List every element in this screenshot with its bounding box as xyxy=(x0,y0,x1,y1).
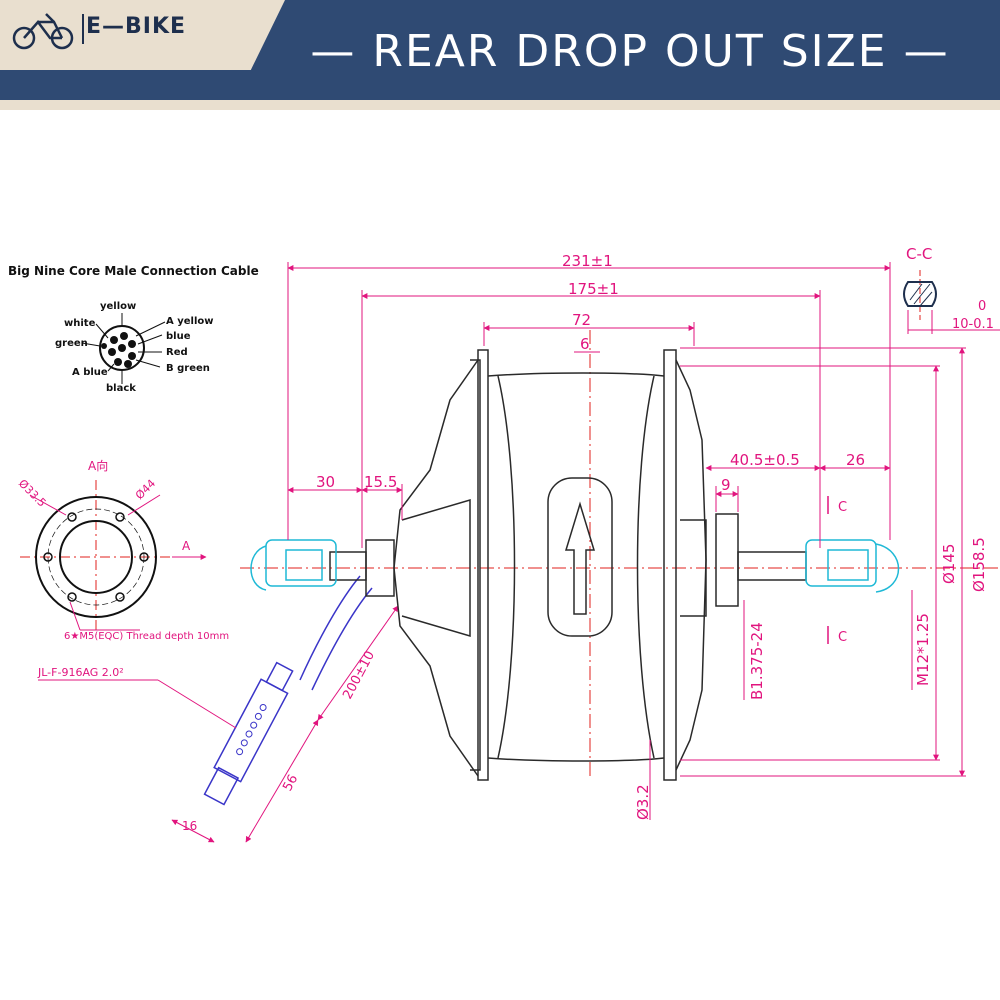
section-marker-bottom: C xyxy=(838,630,847,645)
brand-name: E—BIKE xyxy=(86,14,187,39)
dim-right-tip: 26 xyxy=(846,451,865,469)
dim-body: 72 xyxy=(572,311,591,329)
section-marker-top: C xyxy=(838,500,847,515)
dim-thread-freewheel: B1.375-24 xyxy=(748,622,766,700)
pin-blue: blue xyxy=(166,331,191,342)
pin-white: white xyxy=(64,318,96,329)
dim-connector-width: 16 xyxy=(182,819,197,833)
dim-shell-dia: Ø158.5 xyxy=(970,537,988,592)
pin-black: black xyxy=(106,383,136,394)
pin-a-blue: A blue xyxy=(72,367,108,378)
section-detail xyxy=(903,270,1000,334)
pin-b-green: B green xyxy=(166,363,210,374)
header-stripe xyxy=(0,100,1000,110)
logo-separator xyxy=(82,14,84,44)
dim-left-axle: 30 xyxy=(316,473,335,491)
section-width-top: 0 xyxy=(978,299,986,314)
dim-cable-length: 200±10 xyxy=(340,649,378,702)
pin-red: Red xyxy=(166,347,188,358)
dim-left-shoulder: 15.5 xyxy=(364,473,397,491)
flange-view-label: A向 xyxy=(88,458,108,473)
dimension-lines xyxy=(287,262,966,820)
pin-a-yellow: A yellow xyxy=(166,316,214,327)
flange-view xyxy=(20,480,207,635)
flange-thread-note: 6★M5(EQC) Thread depth 10mm xyxy=(64,631,229,642)
connector-label: JL-F-916AG 2.0² xyxy=(37,666,124,679)
dim-offset: 6 xyxy=(580,335,590,353)
hub-motor-body xyxy=(250,349,900,781)
hub-motor-drawing: Big Nine Core Male Connection Cable yell… xyxy=(8,245,1000,843)
dim-thread-axle: M12*1.25 xyxy=(914,613,932,686)
page-title: — REAR DROP OUT SIZE — xyxy=(310,26,950,77)
flange-bolt-circle: Ø33.5 xyxy=(16,477,49,510)
section-width-bottom: 10-0.1 xyxy=(952,317,994,332)
logo-tab: E—BIKE xyxy=(0,0,285,70)
cable-label: Big Nine Core Male Connection Cable xyxy=(8,264,259,278)
connector-pinout xyxy=(81,313,166,384)
dim-freewheel: 9 xyxy=(721,476,731,494)
dim-flange-dia: Ø145 xyxy=(940,544,958,584)
dim-connector-length: 56 xyxy=(280,772,301,794)
dim-overall: 231±1 xyxy=(562,252,613,270)
pin-yellow: yellow xyxy=(100,301,136,312)
flange-arrow-label: A xyxy=(182,539,191,553)
bike-logo-icon xyxy=(12,13,74,50)
dim-spoke-hole: Ø3.2 xyxy=(634,784,652,820)
dim-right-axle: 40.5±0.5 xyxy=(730,451,800,469)
pin-green: green xyxy=(55,338,88,349)
header-banner: E—BIKE — REAR DROP OUT SIZE — xyxy=(0,0,1000,110)
section-title: C-C xyxy=(906,245,932,263)
dim-dropout: 175±1 xyxy=(568,280,619,298)
